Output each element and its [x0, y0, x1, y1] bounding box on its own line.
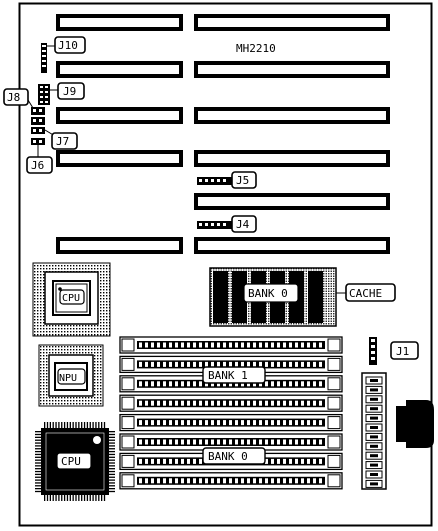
- jumper-j9: J9: [38, 82, 85, 105]
- expansion-slot-short: [56, 14, 183, 31]
- jumper-label-j10: J10: [58, 39, 78, 52]
- expansion-slot-long: [194, 14, 390, 31]
- power-connector: [361, 372, 387, 490]
- expansion-slot-long: [194, 193, 390, 210]
- cpu-socket-label: CPU: [62, 293, 80, 304]
- expansion-slot-short: [56, 61, 183, 78]
- cpu-qfp-chip: CPU: [35, 422, 115, 501]
- jumper-label-j7: J7: [56, 135, 69, 148]
- npu-chip: NPU: [38, 344, 104, 407]
- cache-block: BANK 0 CACHE: [209, 267, 396, 327]
- memory-bank0-label: BANK 0: [208, 450, 248, 463]
- expansion-slot-long: [194, 150, 390, 167]
- jumper-label-j5: J5: [236, 174, 249, 187]
- expansion-slot-long: [194, 61, 390, 78]
- jumper-label-j4: J4: [236, 218, 250, 231]
- jumper-label-j6: J6: [31, 159, 44, 172]
- simm-socket: [119, 433, 343, 451]
- jumper-j7: J7: [31, 127, 78, 150]
- expansion-slot-long: [194, 107, 390, 124]
- cache-bank0-label: BANK 0: [248, 287, 288, 300]
- jumper-j6: J6: [26, 138, 53, 174]
- jumper-j10: J10: [41, 36, 86, 73]
- jumper-j1: J1: [369, 337, 419, 365]
- simm-socket: [119, 413, 343, 432]
- cpu-socket: CPU: [32, 262, 111, 337]
- keyboard-connector: [396, 400, 434, 448]
- expansion-slot-short: [56, 237, 183, 254]
- cache-label: CACHE: [349, 287, 382, 300]
- jumper-label-j1: J1: [396, 345, 409, 358]
- cpu-qfp-label: CPU: [61, 455, 81, 468]
- expansion-slot-long: [194, 237, 390, 254]
- jumper-label-j8: J8: [7, 91, 20, 104]
- expansion-slots: [56, 14, 390, 254]
- memory-bank1-label: BANK 1: [208, 369, 248, 382]
- jumper-j4: J4: [197, 215, 257, 233]
- expansion-slot-short: [56, 107, 183, 124]
- simm-socket: [119, 394, 343, 412]
- jumper-j8: J8: [3, 88, 45, 125]
- simm-socket: [119, 472, 343, 490]
- expansion-slot-short: [56, 150, 183, 167]
- board-model-label: MH2210: [236, 42, 276, 55]
- simm-socket: [119, 375, 343, 393]
- jumper-label-j9: J9: [63, 85, 76, 98]
- simm-socket: [119, 336, 343, 354]
- simm-sockets: [119, 336, 343, 490]
- jumper-j5: J5: [197, 171, 257, 189]
- npu-label: NPU: [59, 373, 77, 384]
